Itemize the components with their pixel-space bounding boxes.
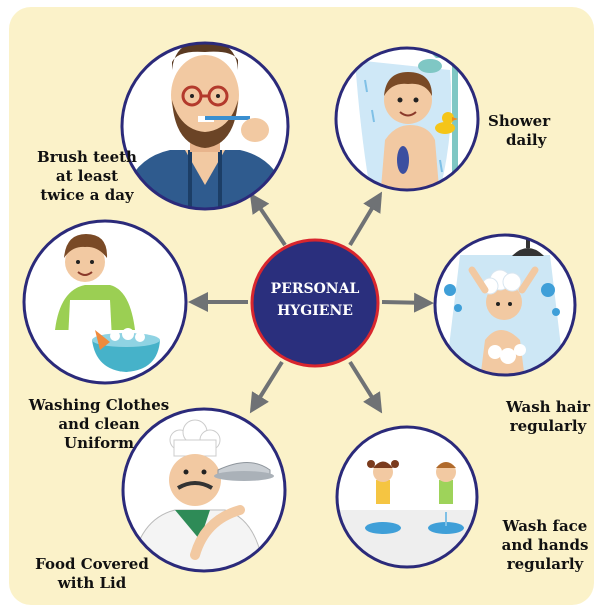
label-wash-hair: Wash hair regularly xyxy=(495,398,601,436)
label-line: Shower xyxy=(488,112,551,130)
center-title: PERSONAL HYGIENE xyxy=(255,278,375,322)
arrows xyxy=(188,191,434,414)
label-line: regularly xyxy=(509,417,587,435)
label-shower-daily: Shower daily xyxy=(488,112,588,150)
arrow-to-face xyxy=(348,360,383,414)
center-circle xyxy=(250,238,380,368)
children-washing-face-illustration xyxy=(335,425,479,569)
arrow-to-food xyxy=(249,360,284,414)
center-title-line-2: HYGIENE xyxy=(277,303,353,319)
label-line: at least xyxy=(55,167,119,185)
label-line: Brush teeth xyxy=(37,148,137,166)
label-line: twice a day xyxy=(40,186,134,204)
label-wash-face: Wash face and hands regularly xyxy=(492,517,598,574)
arrow-to-brush xyxy=(249,192,287,247)
girl-washing-hair-illustration xyxy=(433,233,577,377)
label-line: Washing Clothes xyxy=(28,396,170,414)
arrow-to-hair xyxy=(381,292,434,313)
woman-washing-clothes-illustration xyxy=(22,219,188,385)
center-title-line-1: PERSONAL xyxy=(270,281,360,297)
label-line: and hands xyxy=(501,536,589,554)
label-line: Uniform xyxy=(64,434,134,452)
label-line: and clean xyxy=(58,415,140,433)
label-washing-clothes: Washing Clothes and clean Uniform xyxy=(14,396,184,453)
man-brushing-teeth-illustration xyxy=(120,41,290,211)
label-line: daily xyxy=(506,131,547,149)
label-brush-teeth: Brush teeth at least twice a day xyxy=(16,148,158,205)
label-line: with Lid xyxy=(57,574,127,592)
label-line: regularly xyxy=(506,555,584,573)
label-line: Wash face xyxy=(502,517,588,535)
boy-showering-with-duck-illustration xyxy=(334,46,480,192)
arrow-to-shower xyxy=(348,191,383,247)
label-food-covered: Food Covered with Lid xyxy=(12,555,172,593)
label-line: Wash hair xyxy=(505,398,591,416)
label-line: Food Covered xyxy=(35,555,149,573)
